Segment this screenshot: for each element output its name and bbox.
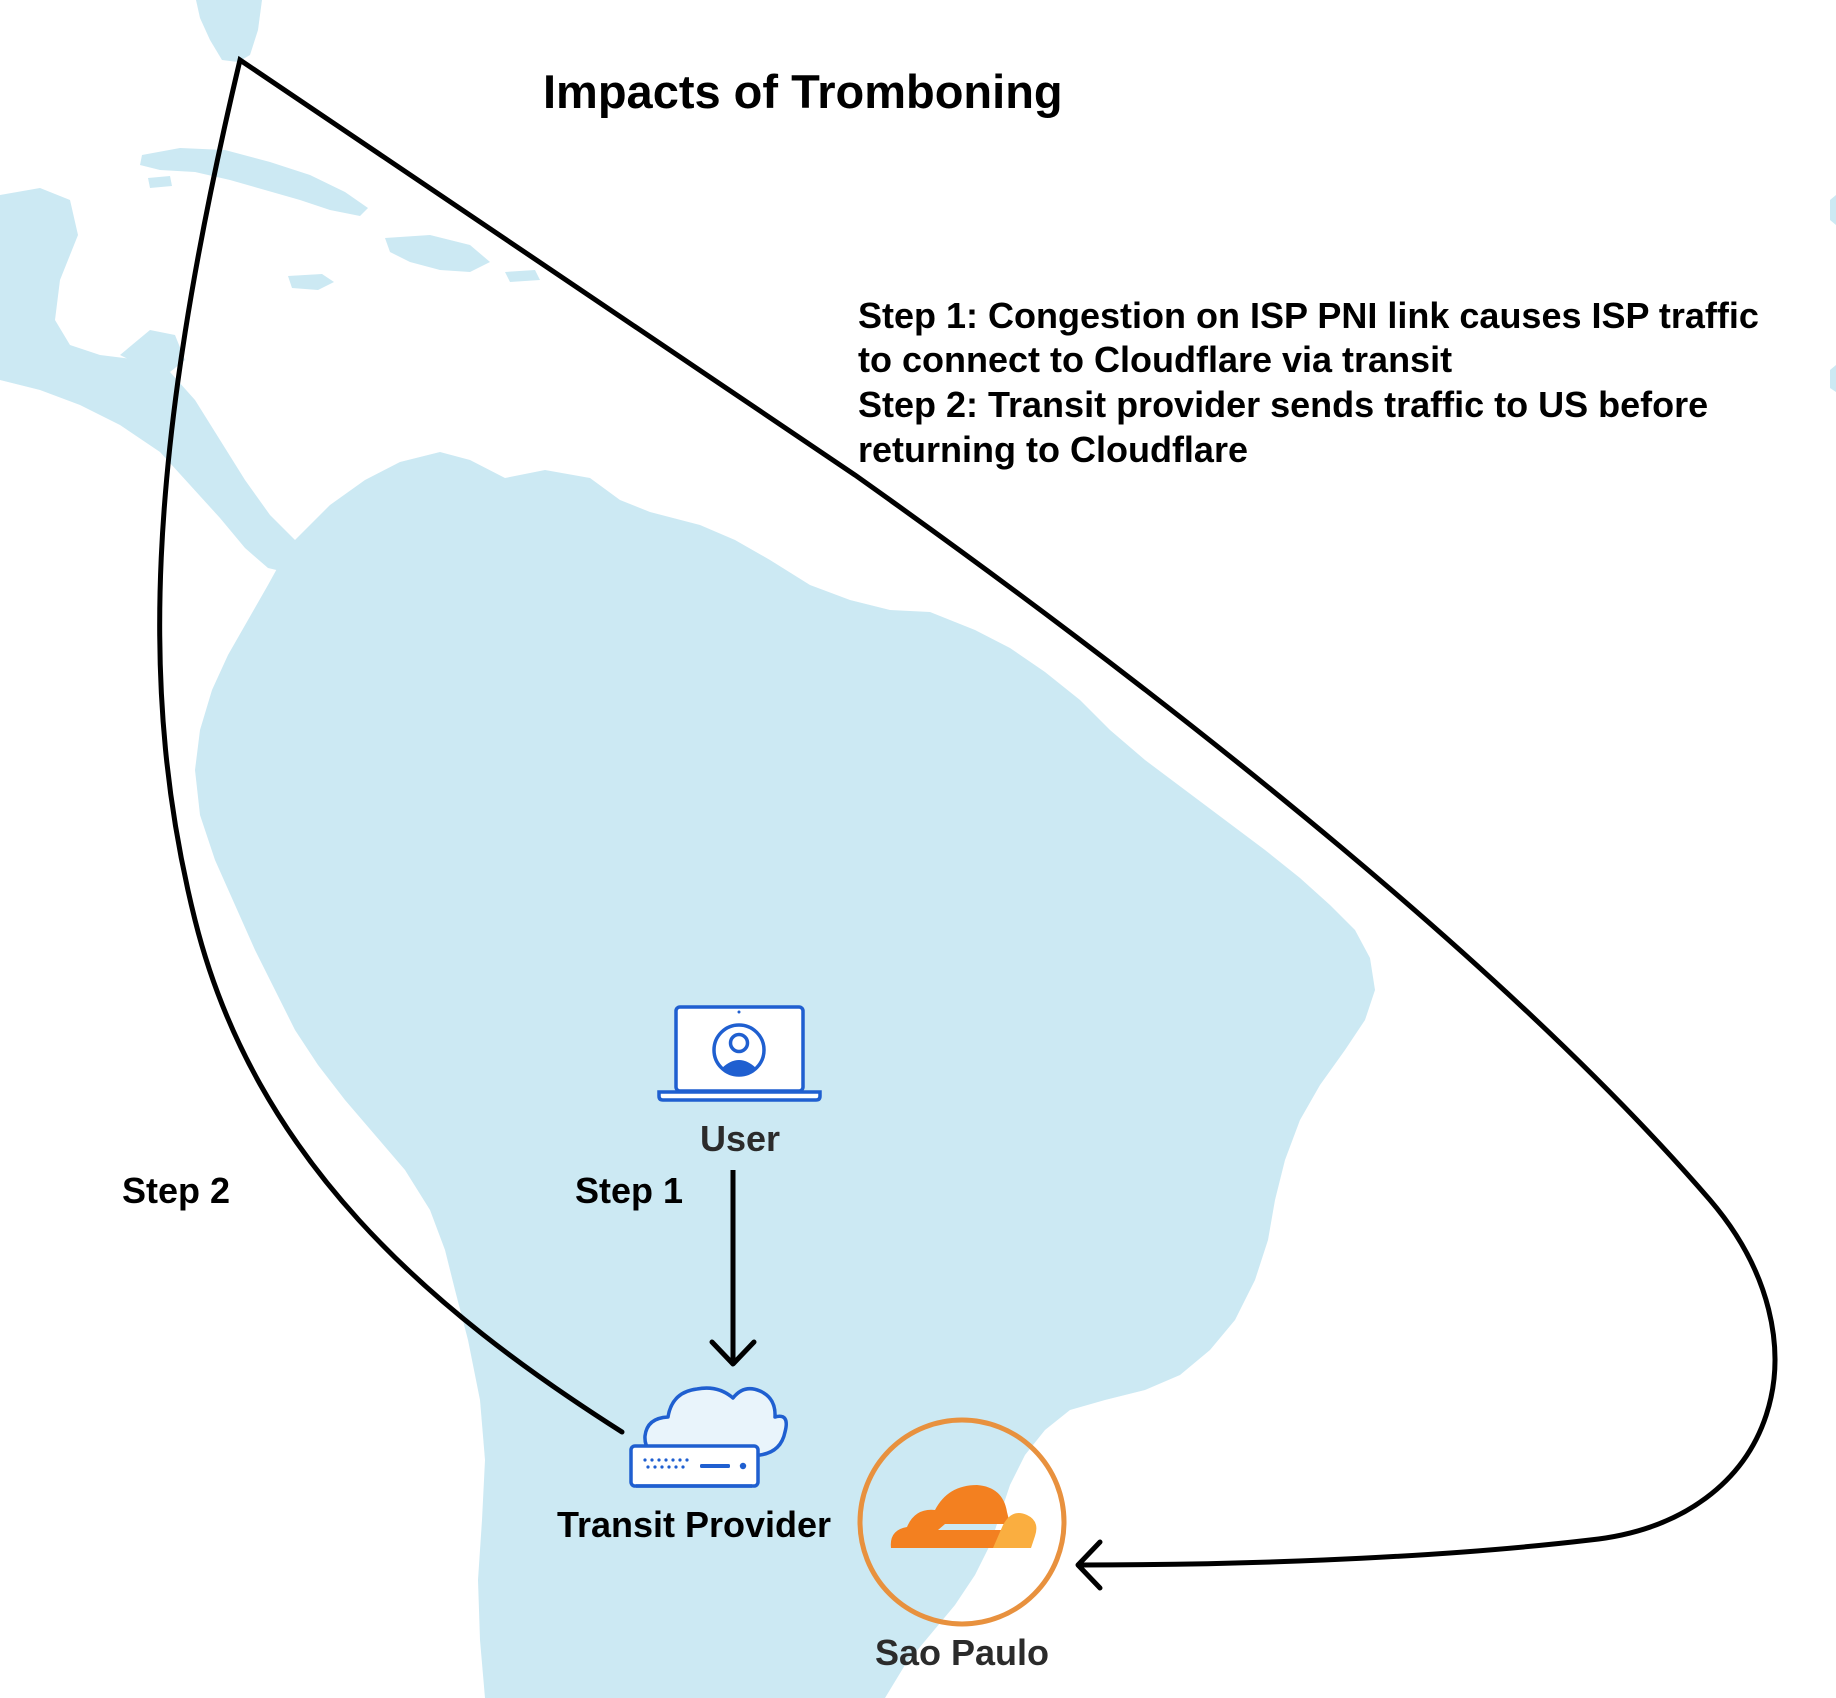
page-title: Impacts of Tromboning (543, 65, 1063, 118)
description-line-2: to connect to Cloudflare via transit (858, 339, 1452, 380)
description-line-4: returning to Cloudflare (858, 429, 1248, 470)
sao-paulo-ring (857, 1417, 1067, 1627)
step1-arrowhead (709, 1339, 757, 1367)
tromboning-path (157, 55, 1778, 1568)
description-line-3: Step 2: Transit provider sends traffic t… (858, 384, 1708, 425)
laptop-user-icon (657, 1005, 822, 1102)
cloud-server-icon (629, 1386, 788, 1488)
transit-provider-node: Transit Provider (557, 1386, 831, 1545)
description-line-1: Step 1: Congestion on ISP PNI link cause… (858, 295, 1759, 336)
sao-paulo-label: Sao Paulo (875, 1632, 1049, 1673)
cloudflare-logo-icon (890, 1485, 1037, 1548)
user-node: User (657, 1005, 822, 1159)
description: Step 1: Congestion on ISP PNI link cause… (858, 295, 1759, 470)
transit-provider-label: Transit Provider (557, 1504, 831, 1545)
step1-label: Step 1 (575, 1170, 683, 1211)
arrowhead-sao-paulo (1075, 1539, 1103, 1591)
step2-label: Step 2 (122, 1170, 230, 1211)
sao-paulo-node: Sao Paulo (857, 1417, 1067, 1673)
user-label: User (700, 1118, 780, 1159)
